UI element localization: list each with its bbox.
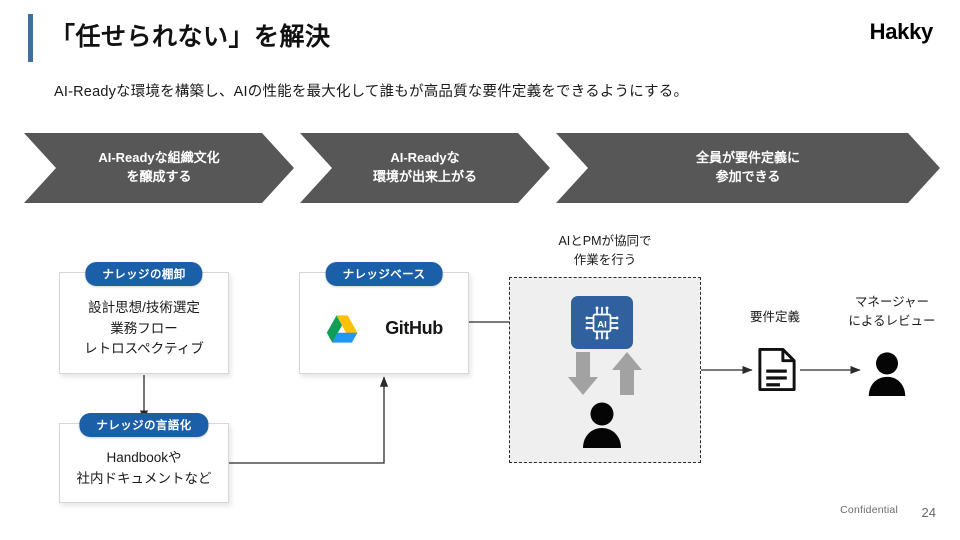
inventory-line-2: 業務フロー [110, 320, 178, 336]
chevron-step-2-line1: AI-Readyな [390, 150, 460, 166]
google-drive-icon [326, 314, 358, 343]
chevron-step-1: AI-Readyな組織文化 を醸成する [24, 133, 294, 203]
chevron-step-3: 全員が要件定義に 参加できる [556, 133, 940, 203]
card-knowledge-inventory: ナレッジの棚卸 設計思想/技術選定 業務フロー レトロスペクティブ [59, 262, 229, 374]
collaboration-zone-caption: AIとPMが協同で 作業を行う [509, 232, 701, 270]
connector-verbalize-to-knowledgebase [229, 376, 389, 464]
manager-review-line2: によるレビュー [848, 313, 936, 328]
arrow-down-icon [568, 352, 598, 395]
requirements-label: 要件定義 [722, 308, 828, 327]
chevron-step-3-line2: 参加できる [715, 169, 781, 184]
chevron-step-1-line2: を醸成する [126, 169, 192, 184]
person-user-icon [583, 402, 621, 448]
verbalize-line-2: 社内ドキュメントなど [76, 471, 212, 486]
title-accent-bar [28, 14, 33, 62]
card-knowledge-verbalization-pill: ナレッジの言語化 [79, 413, 209, 437]
person-manager-icon [868, 352, 906, 396]
verbalize-line-1: Handbookや [106, 450, 182, 466]
hakky-logo: Hakky [869, 19, 934, 44]
github-wordmark: GitHub [385, 318, 443, 339]
chevron-step-1-line1: AI-Readyな組織文化 [98, 150, 220, 166]
page-title: 「任せられない」を解決 [50, 23, 331, 51]
card-knowledge-base-body: GitHub [300, 273, 468, 373]
card-knowledge-base: ナレッジベース GitHub [299, 262, 469, 374]
bidirectional-exchange-arrows [568, 352, 642, 395]
chevron-step-3-line1: 全員が要件定義に [695, 150, 800, 166]
card-knowledge-base-pill: ナレッジベース [325, 262, 443, 286]
manager-review-label: マネージャー によるレビュー [836, 293, 948, 331]
knowledge-base-logo-row: GitHub [325, 314, 443, 345]
ai-chip-label: AI [597, 319, 607, 330]
process-chevron-band: AI-Readyな組織文化 を醸成する AI-Readyな 環境が出来上がる 全… [24, 133, 940, 203]
card-knowledge-verbalization: ナレッジの言語化 Handbookや 社内ドキュメントなど [59, 413, 229, 503]
inventory-line-3: レトロスペクティブ [84, 341, 204, 357]
card-knowledge-inventory-pill: ナレッジの棚卸 [85, 262, 203, 286]
zone-caption-line2: 作業を行う [573, 252, 637, 267]
page-subtitle: AI-Readyな環境を構築し、AIの性能を最大化して誰もが高品質な要件定義をで… [54, 84, 689, 100]
chevron-step-2-line2: 環境が出来上がる [372, 169, 477, 184]
cpu-icon: AI [585, 306, 619, 339]
zone-caption-line1: AIとPMが協同で [558, 234, 652, 248]
inventory-line-1: 設計思想/技術選定 [88, 299, 200, 315]
arrow-up-icon [612, 352, 642, 395]
footer-page-number: 24 [921, 505, 936, 520]
ai-chip-icon: AI [571, 296, 633, 349]
document-icon [758, 347, 796, 392]
card-knowledge-verbalization-body: Handbookや 社内ドキュメントなど [60, 424, 228, 502]
card-knowledge-inventory-body: 設計思想/技術選定 業務フロー レトロスペクティブ [60, 273, 228, 373]
chevron-step-2: AI-Readyな 環境が出来上がる [300, 133, 550, 203]
manager-review-line1: マネージャー [854, 295, 930, 309]
requirements-label-text: 要件定義 [749, 310, 800, 324]
footer-confidential: Confidential [840, 504, 898, 516]
